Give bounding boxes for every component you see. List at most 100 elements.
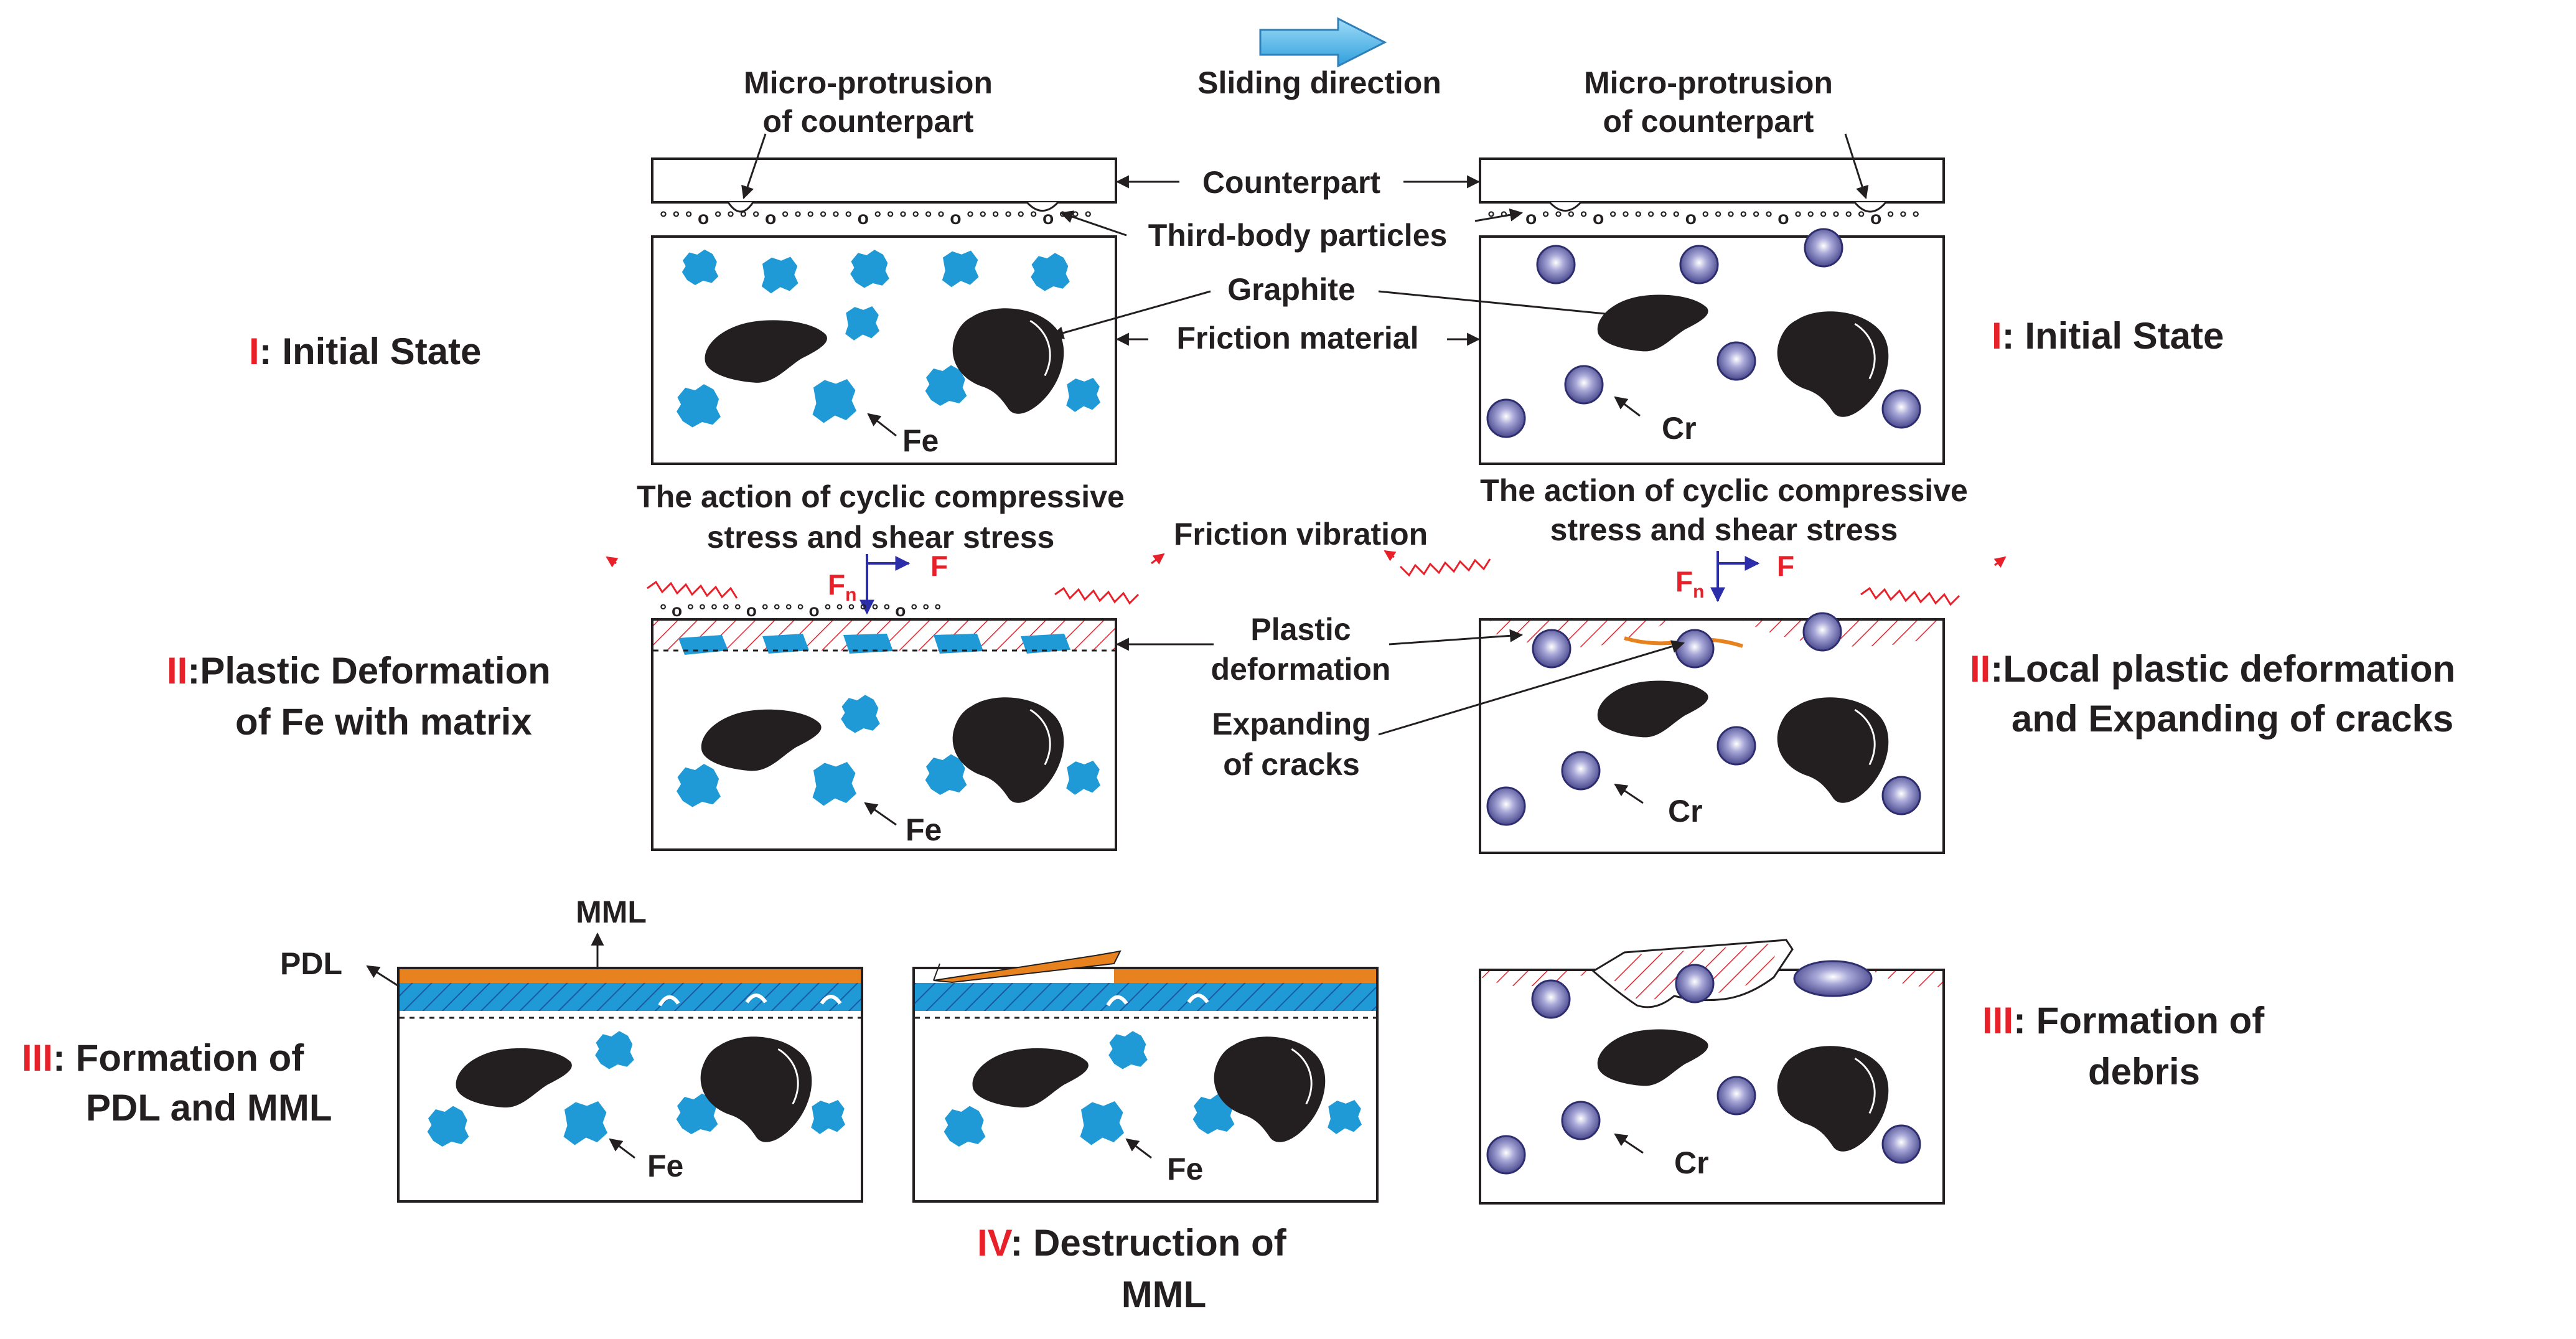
friction-material-label: Friction material bbox=[1177, 321, 1419, 355]
fe-particle bbox=[427, 1106, 469, 1147]
cr-particle bbox=[1561, 1101, 1601, 1140]
micro-protrusion-label-right-1: Micro-protrusion bbox=[1584, 65, 1833, 100]
counterpart-right bbox=[1479, 157, 1945, 204]
micro-protrusion-right-1 bbox=[1548, 201, 1582, 212]
vibration-wave-4 bbox=[1860, 586, 1960, 606]
cr-particle bbox=[1717, 341, 1756, 381]
vibration-wave-2 bbox=[1054, 586, 1140, 605]
fe-pointer-destruction bbox=[1125, 1138, 1152, 1159]
third-body-particles-right: ° ° ° o ° ° ° ° o ° ° ° ° ° ° o ° ° ° ° … bbox=[1487, 208, 1919, 228]
cr-particle bbox=[1675, 629, 1715, 669]
plastic-deformation-label-2: deformation bbox=[1211, 652, 1391, 687]
cr-particle bbox=[1486, 1135, 1526, 1175]
cr-particle bbox=[1717, 726, 1756, 766]
third-body-pointer-left bbox=[1060, 210, 1127, 237]
cr-particle bbox=[1881, 1124, 1921, 1164]
micro-protrusion-label-left-2: of counterpart bbox=[763, 104, 974, 139]
cr-particle bbox=[1536, 245, 1576, 284]
stage-4-title-2: MML bbox=[1122, 1274, 1207, 1315]
micro-protrusion-left-1 bbox=[727, 202, 754, 213]
sliding-direction-label: Sliding direction bbox=[1197, 65, 1441, 100]
counterpart-label: Counterpart bbox=[1202, 165, 1380, 200]
expanding-cracks-label-1: Expanding bbox=[1212, 707, 1371, 741]
stage-2-left-title-1: II:Plastic Deformation bbox=[167, 650, 551, 692]
sliding-direction-arrow bbox=[1259, 17, 1387, 68]
fe-particle bbox=[1031, 253, 1070, 291]
graphite-pointer-right bbox=[1378, 290, 1645, 323]
pdl-hatch bbox=[400, 983, 861, 1011]
stage-1-labels: I: Initial State I: Initial State bbox=[249, 315, 2224, 372]
panel-left-plastic: ° o ° ° ° ° ° o ° ° ° ° o ° ° ° ° ° ° o … bbox=[651, 601, 1117, 851]
cr-particle bbox=[1881, 776, 1921, 815]
cr-particle bbox=[1717, 1076, 1756, 1116]
stage-3-right-title-1: III: Formation of bbox=[1982, 1000, 2265, 1041]
third-body-label: Third-body particles bbox=[1148, 218, 1448, 253]
middle-labels: Plastic deformation Expanding of cracks bbox=[1115, 612, 1685, 782]
micro-protrusion-left-2 bbox=[1026, 201, 1059, 212]
cr-label-debris: Cr bbox=[1674, 1145, 1709, 1180]
stage-1-left-title: I: Initial State bbox=[249, 331, 481, 372]
counterpart-left bbox=[651, 157, 1117, 204]
third-body-particles-left-2: ° o ° ° ° ° ° o ° ° ° ° o ° ° ° ° ° ° o … bbox=[660, 601, 941, 620]
cyclic-stress-right-2: stress and shear stress bbox=[1550, 512, 1898, 547]
cr-particle-exposed bbox=[1793, 960, 1873, 997]
force-fn-label-left: Fn bbox=[828, 568, 856, 605]
stress-labels: The action of cyclic compressive stress … bbox=[606, 473, 2007, 606]
cr-particle bbox=[1486, 786, 1526, 826]
pdl-label: PDL bbox=[280, 946, 342, 981]
panel-right-local-plastic: Cr bbox=[1479, 612, 1945, 854]
vibration-arrow-1 bbox=[606, 556, 619, 568]
micro-protrusion-pointer-right bbox=[1844, 133, 1869, 199]
friction-vibration-label: Friction vibration bbox=[1174, 517, 1428, 552]
top-labels: Micro-protrusion of counterpart Micro-pr… bbox=[741, 65, 1869, 355]
fe-label-destruction: Fe bbox=[1167, 1152, 1203, 1186]
stage-2-right-title-2: and Expanding of cracks bbox=[2012, 698, 2453, 740]
mml-flake-edge bbox=[933, 963, 940, 981]
micro-protrusion-pointer-left bbox=[741, 133, 767, 199]
plastic-zone-debris-2 bbox=[1873, 971, 1942, 987]
cr-pointer-right-2 bbox=[1614, 783, 1644, 804]
cracks-pointer bbox=[1378, 640, 1685, 736]
cr-particle bbox=[1564, 365, 1604, 405]
cr-particle bbox=[1675, 964, 1715, 1003]
graphite-label: Graphite bbox=[1227, 272, 1356, 307]
sliding-direction-indicator: Sliding direction bbox=[1197, 17, 1441, 100]
stage-2-labels: II:Plastic Deformation of Fe with matrix… bbox=[167, 648, 2455, 743]
stage-2-right-title-1: II:Local plastic deformation bbox=[1970, 648, 2455, 690]
cr-particle bbox=[1561, 751, 1601, 791]
pdl-pointer bbox=[366, 965, 400, 988]
fe-particle bbox=[595, 1031, 634, 1069]
cr-pointer-debris bbox=[1614, 1133, 1644, 1154]
stage-2-left-title-2: of Fe with matrix bbox=[235, 701, 532, 743]
panel-right-initial: ° ° ° o ° ° ° ° o ° ° ° ° ° ° o ° ° ° ° … bbox=[1479, 157, 1945, 465]
expanding-cracks-label-2: of cracks bbox=[1223, 747, 1360, 782]
force-f-label-right: F bbox=[1777, 550, 1794, 582]
vibration-wave-1 bbox=[647, 580, 738, 599]
fe-particle bbox=[677, 384, 721, 428]
vibration-wave-3 bbox=[1399, 558, 1491, 577]
cr-particle bbox=[1802, 612, 1842, 652]
third-body-particles-left: ° ° ° o ° ° ° ° o ° ° ° ° ° ° o ° ° ° ° … bbox=[660, 208, 1092, 228]
fe-label-left-2: Fe bbox=[906, 812, 942, 847]
force-arrows: Fn F Fn F bbox=[828, 550, 1794, 615]
micro-protrusion-label-left-1: Micro-protrusion bbox=[744, 65, 993, 100]
pdl-hatch-2 bbox=[915, 983, 1376, 1011]
plastic-zone-debris-1 bbox=[1481, 971, 1593, 987]
micro-protrusion-right-2 bbox=[1853, 202, 1887, 213]
cr-pointer-right-1 bbox=[1614, 396, 1641, 417]
stage-3-left-title-2: PDL and MML bbox=[86, 1087, 332, 1129]
stage-3-right-title-2: debris bbox=[2088, 1051, 2200, 1092]
panel-debris: Cr bbox=[1479, 939, 1945, 1205]
fe-particle bbox=[841, 695, 880, 733]
mml-remaining bbox=[1114, 969, 1376, 983]
fe-label-pdl: Fe bbox=[647, 1149, 683, 1183]
force-f-label-left: F bbox=[930, 550, 948, 582]
fe-particle bbox=[677, 764, 721, 807]
cr-particle bbox=[1804, 228, 1843, 268]
cr-particle bbox=[1531, 979, 1571, 1019]
stage-1-right-title: I: Initial State bbox=[1992, 315, 2224, 357]
mml-flake bbox=[933, 950, 1122, 984]
fe-label-left-1: Fe bbox=[902, 423, 939, 458]
panel-left-initial: ° ° ° o ° ° ° ° o ° ° ° ° ° ° o ° ° ° ° … bbox=[651, 157, 1117, 465]
